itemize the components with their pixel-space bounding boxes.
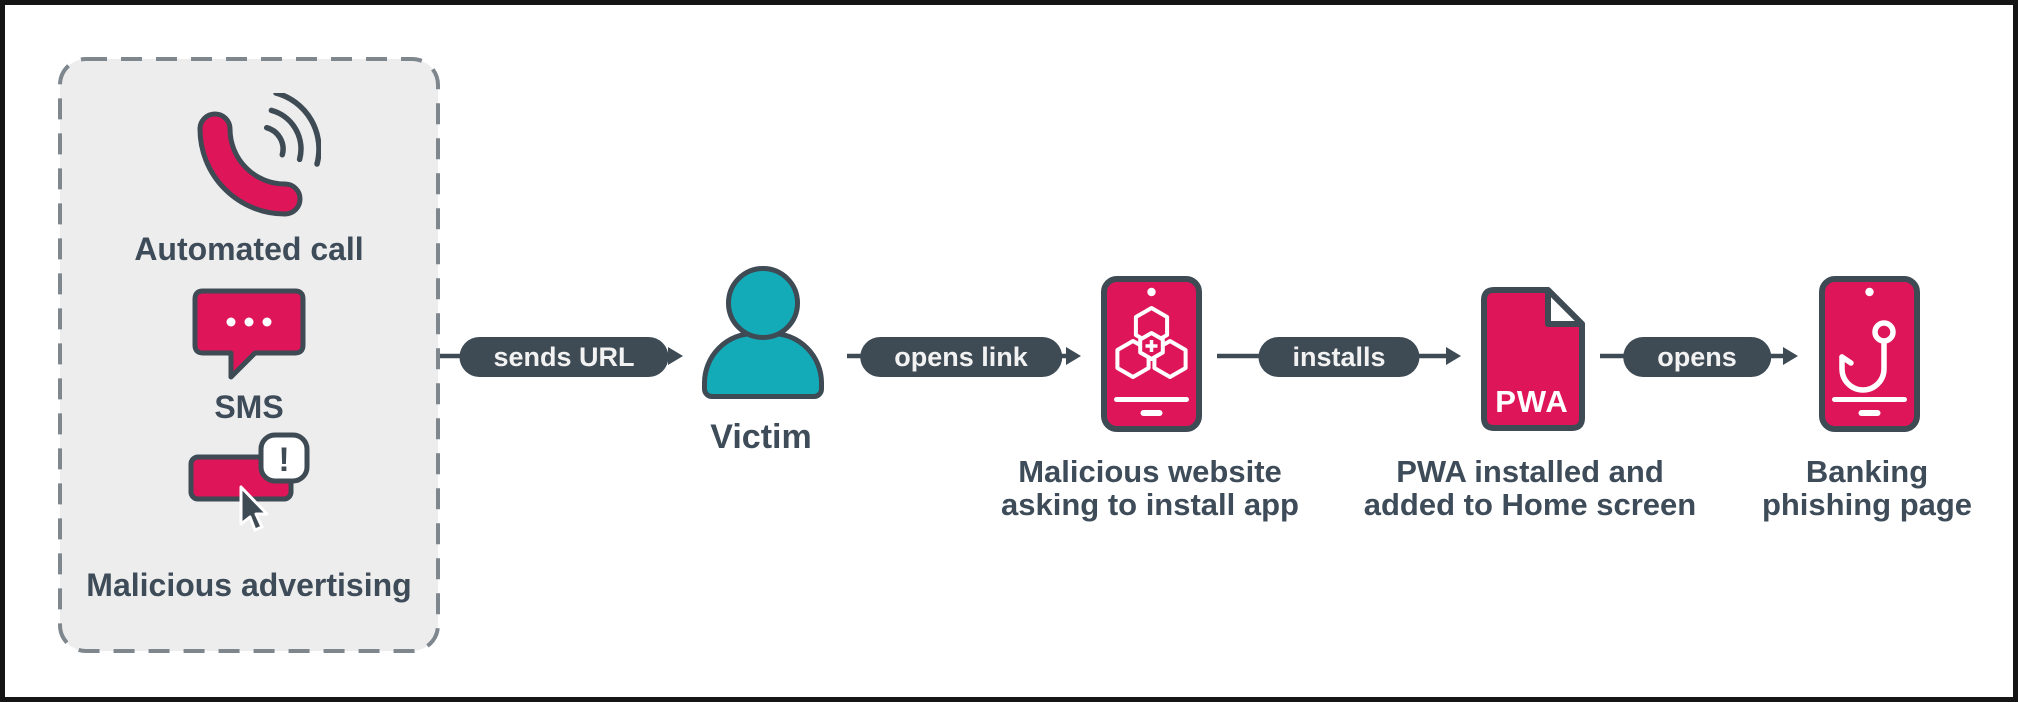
sms-icon [192,288,306,380]
victim-icon [726,266,800,340]
malicious-website-label-line1: Malicious website [1018,454,1282,489]
folded-corner [1545,287,1585,327]
arrow-label-opens: opens [1623,337,1771,377]
victim-icon-body [702,331,824,399]
pwa-badge-text: PWA [1495,384,1569,419]
malicious-advertising-label: Malicious advertising [86,567,412,603]
fishing-hook-icon [1839,320,1896,393]
cursor-icon [239,485,269,532]
banking-phishing-label-line1: Banking [1805,454,1929,489]
camera-dot [1865,287,1874,297]
automated-call-label: Automated call [134,231,364,267]
home-button [1140,410,1163,416]
banking-phishing-phone-icon [1819,276,1920,432]
malicious-ad-icon: ! [188,432,310,532]
sms-label: SMS [214,389,284,425]
pwa-installed-label: PWA installed and added to Home screen [1350,455,1710,521]
arrow-label-installs: installs [1258,337,1420,377]
exclamation-mark: ! [278,441,289,479]
automated-call-icon [197,93,321,217]
pwa-file-icon: PWA [1481,287,1585,431]
arrow-label-opens-link: opens link [860,337,1062,377]
malicious-website-label-line2: asking to install app [1001,487,1299,522]
alert-badge [258,432,310,484]
malware-biohazard-icon [1115,306,1188,379]
malicious-website-label: Malicious website asking to install app [970,455,1330,521]
pwa-installed-label-line1: PWA installed and [1396,454,1664,489]
pwa-installed-label-line2: added to Home screen [1363,487,1697,522]
arrow-label-sends-url: sends URL [459,337,669,377]
banking-phishing-label: Banking phishing page [1687,454,2013,522]
camera-dot [1147,287,1156,297]
victim-label: Victim [710,418,812,456]
home-button [1858,410,1881,416]
banking-phishing-label-line2: phishing page [1761,487,1973,522]
malicious-website-phone-icon [1101,276,1202,432]
